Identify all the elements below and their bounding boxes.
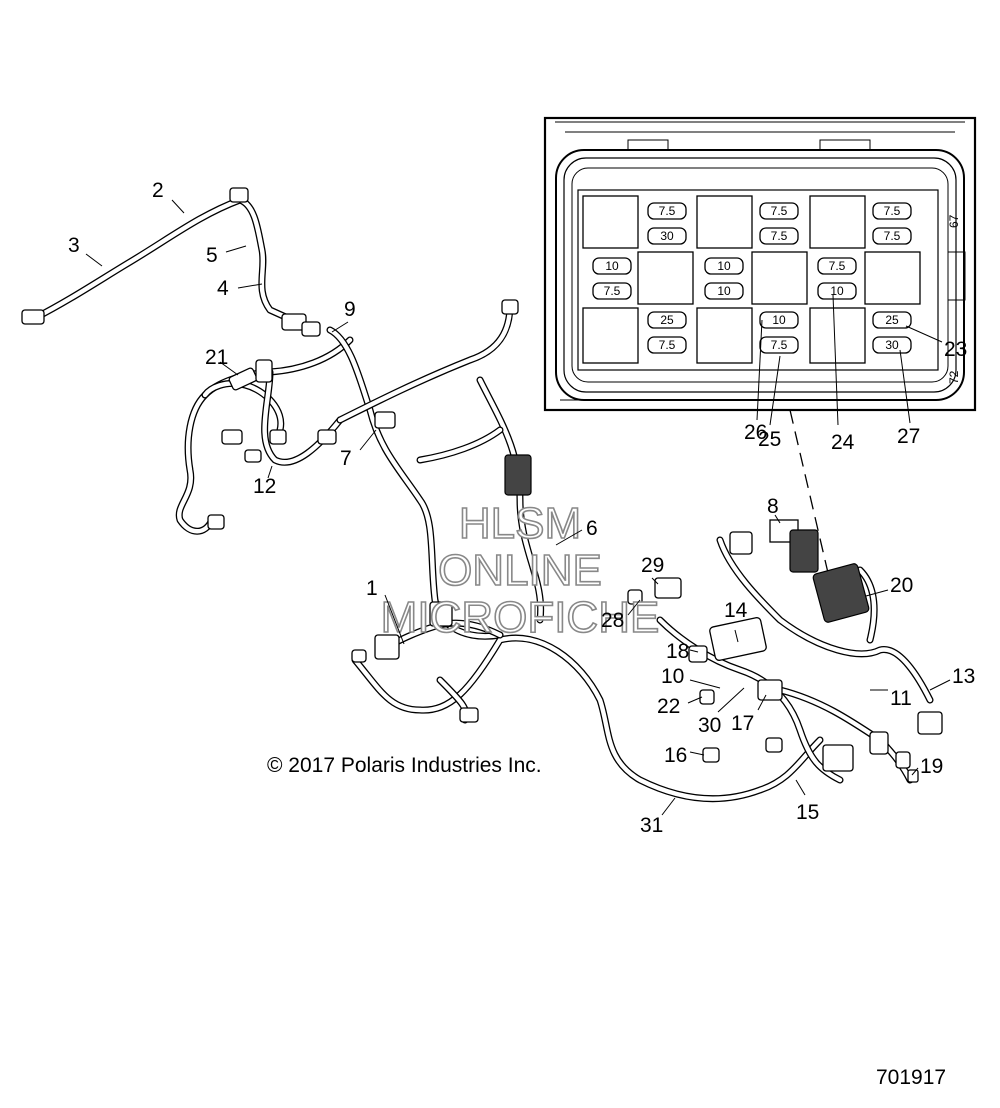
watermark-line: MICROFICHE	[381, 593, 660, 642]
fuse-rating: 7.5	[659, 204, 676, 218]
callout-6: 6	[586, 517, 598, 540]
fuse-rating: 7.5	[771, 204, 788, 218]
callout-21: 21	[205, 346, 228, 369]
fuse-slots: 7.5 30 7.5 7.5 7.5 7.5 10 7.5 10 10 7.5 …	[592, 202, 912, 354]
inset-link-line	[789, 409, 833, 591]
callout-31: 31	[640, 814, 663, 837]
callout-25: 25	[758, 428, 781, 451]
callout-2: 2	[152, 179, 164, 202]
fuse-rating: 30	[660, 229, 674, 243]
callout-10: 10	[661, 665, 684, 688]
callout-9: 9	[344, 298, 356, 321]
callout-numbers: 1 2 3 4 5 6 7 8 9 10 11 12 13 14 15 16 1…	[68, 179, 975, 837]
callout-12: 12	[253, 475, 276, 498]
fuse-rating: 7.5	[829, 259, 846, 273]
fuse-rating: 10	[717, 284, 731, 298]
relay-slots	[582, 195, 921, 364]
fuse-rating: 7.5	[771, 229, 788, 243]
callout-14: 14	[724, 599, 748, 622]
fuse-rating: 7.5	[771, 338, 788, 352]
callout-26: 26	[744, 421, 767, 444]
fuse-rating: 10	[717, 259, 731, 273]
fuse-box-side-label: 67	[947, 214, 961, 228]
callout-8: 8	[767, 495, 779, 518]
callout-11: 11	[890, 687, 912, 710]
fuse-rating: 25	[660, 313, 674, 327]
callout-5: 5	[206, 244, 218, 267]
diagram-part-number: 701917	[876, 1066, 947, 1089]
callout-3: 3	[68, 234, 80, 257]
callout-24: 24	[831, 431, 855, 454]
fuse-box-inset: 67 72 7.5 30 7.5 7.5 7.5	[543, 116, 977, 412]
upper-harness	[21, 187, 321, 337]
callout-4: 4	[217, 277, 229, 300]
leader-lines	[85, 199, 951, 816]
fuse-box-side-label: 72	[947, 370, 961, 384]
callout-13: 13	[952, 665, 975, 688]
watermark-line: ONLINE	[438, 546, 602, 595]
fuse-rating: 7.5	[884, 204, 901, 218]
callout-1: 1	[366, 577, 378, 600]
fuse-rating: 7.5	[659, 338, 676, 352]
fuse-rating: 30	[885, 338, 899, 352]
fuse-rating: 10	[605, 259, 619, 273]
fuse-rating: 10	[772, 313, 786, 327]
lower-harness	[351, 601, 824, 803]
callout-29: 29	[641, 554, 664, 577]
callout-15: 15	[796, 801, 819, 824]
fuse-rating: 7.5	[604, 284, 621, 298]
fuse-rating: 10	[830, 284, 844, 298]
callout-23: 23	[944, 338, 967, 361]
fuse-rating: 25	[885, 313, 899, 327]
callout-16: 16	[664, 744, 687, 767]
callout-22: 22	[657, 695, 680, 718]
watermark-line: HLSM	[459, 499, 581, 548]
watermark: HLSM ONLINE MICROFICHE	[380, 498, 660, 643]
callout-18: 18	[666, 640, 689, 663]
callout-17: 17	[731, 712, 754, 735]
callout-7: 7	[340, 447, 352, 470]
callout-27: 27	[897, 425, 920, 448]
right-harness	[627, 519, 943, 784]
callout-30: 30	[698, 714, 721, 737]
callout-20: 20	[890, 574, 913, 597]
callout-28: 28	[601, 609, 624, 632]
callout-19: 19	[920, 755, 943, 778]
fuse-rating: 7.5	[884, 229, 901, 243]
copyright-notice: © 2017 Polaris Industries Inc.	[267, 754, 542, 777]
